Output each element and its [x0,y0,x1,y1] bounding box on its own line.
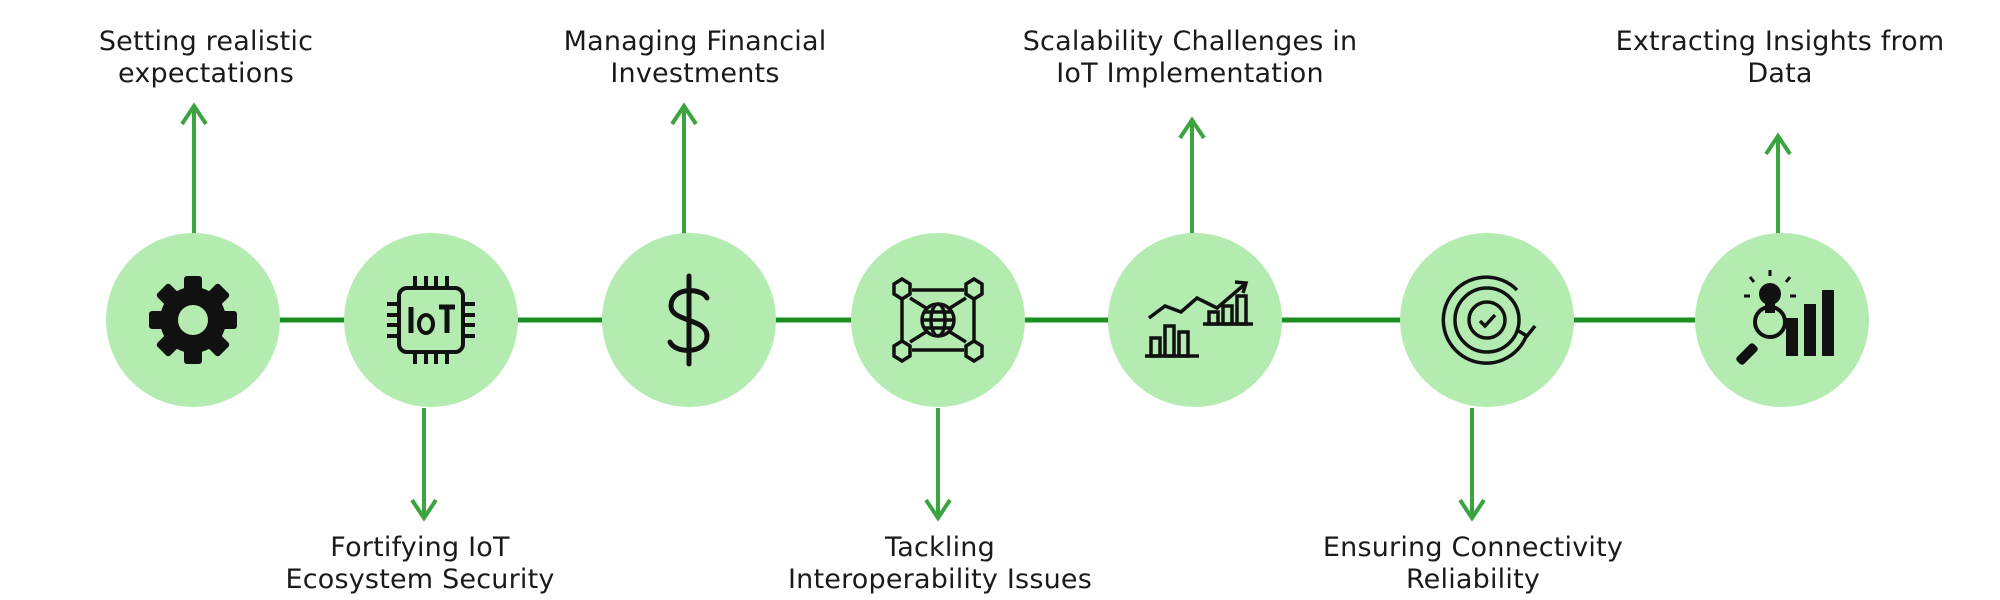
step-label-2-line1: Fortifying IoT [330,532,510,563]
node-circle-6 [1400,233,1574,407]
arrow-3-up [670,102,698,236]
network-globe-icon [892,276,984,364]
step-label-3: Managing Financial Investments [505,26,885,90]
dollar-icon [667,273,710,367]
step-label-6-line2: Reliability [1405,564,1541,595]
step-label-7: Extracting Insights from Data [1590,26,1970,90]
step-label-5: Scalability Challenges in IoT Implementa… [1000,26,1380,90]
step-label-2-line2: Ecosystem Security [285,564,555,595]
step-label-6-line1: Ensuring Connectivity [1322,532,1624,563]
step-label-5-line2: IoT Implementation [1056,58,1324,89]
step-label-2: Fortifying IoT Ecosystem Security [230,532,610,596]
node-circle-5 [1108,233,1282,407]
step-label-4-line1: Tackling [885,532,995,563]
step-label-1-line1: Setting realistic [98,26,314,57]
arrow-4-down [924,408,952,522]
arrow-7-up [1764,132,1792,236]
arrow-5-up [1178,116,1206,236]
step-label-1: Setting realistic expectations [16,26,396,90]
gear-icon [149,276,237,364]
node-circle-7 [1695,233,1869,407]
step-label-4-line2: Interoperability Issues [788,564,1092,595]
step-label-7-line1: Extracting Insights from [1615,26,1945,57]
step-label-7-line2: Data [1747,58,1813,89]
iot-chip-icon [387,276,475,364]
step-label-3-line2: Investments [610,58,780,89]
reliability-badge-icon [1441,275,1537,365]
step-label-1-line2: expectations [117,58,295,89]
insights-analytics-icon [1736,270,1834,365]
arrow-6-down [1458,408,1486,522]
step-label-5-line1: Scalability Challenges in [1022,26,1358,57]
growth-chart-icon [1145,280,1253,358]
step-label-6: Ensuring Connectivity Reliability [1283,532,1663,596]
step-label-4: Tackling Interoperability Issues [750,532,1130,596]
step-label-3-line1: Managing Financial [563,26,827,57]
arrow-2-down [410,408,438,522]
arrow-1-up [180,102,208,236]
